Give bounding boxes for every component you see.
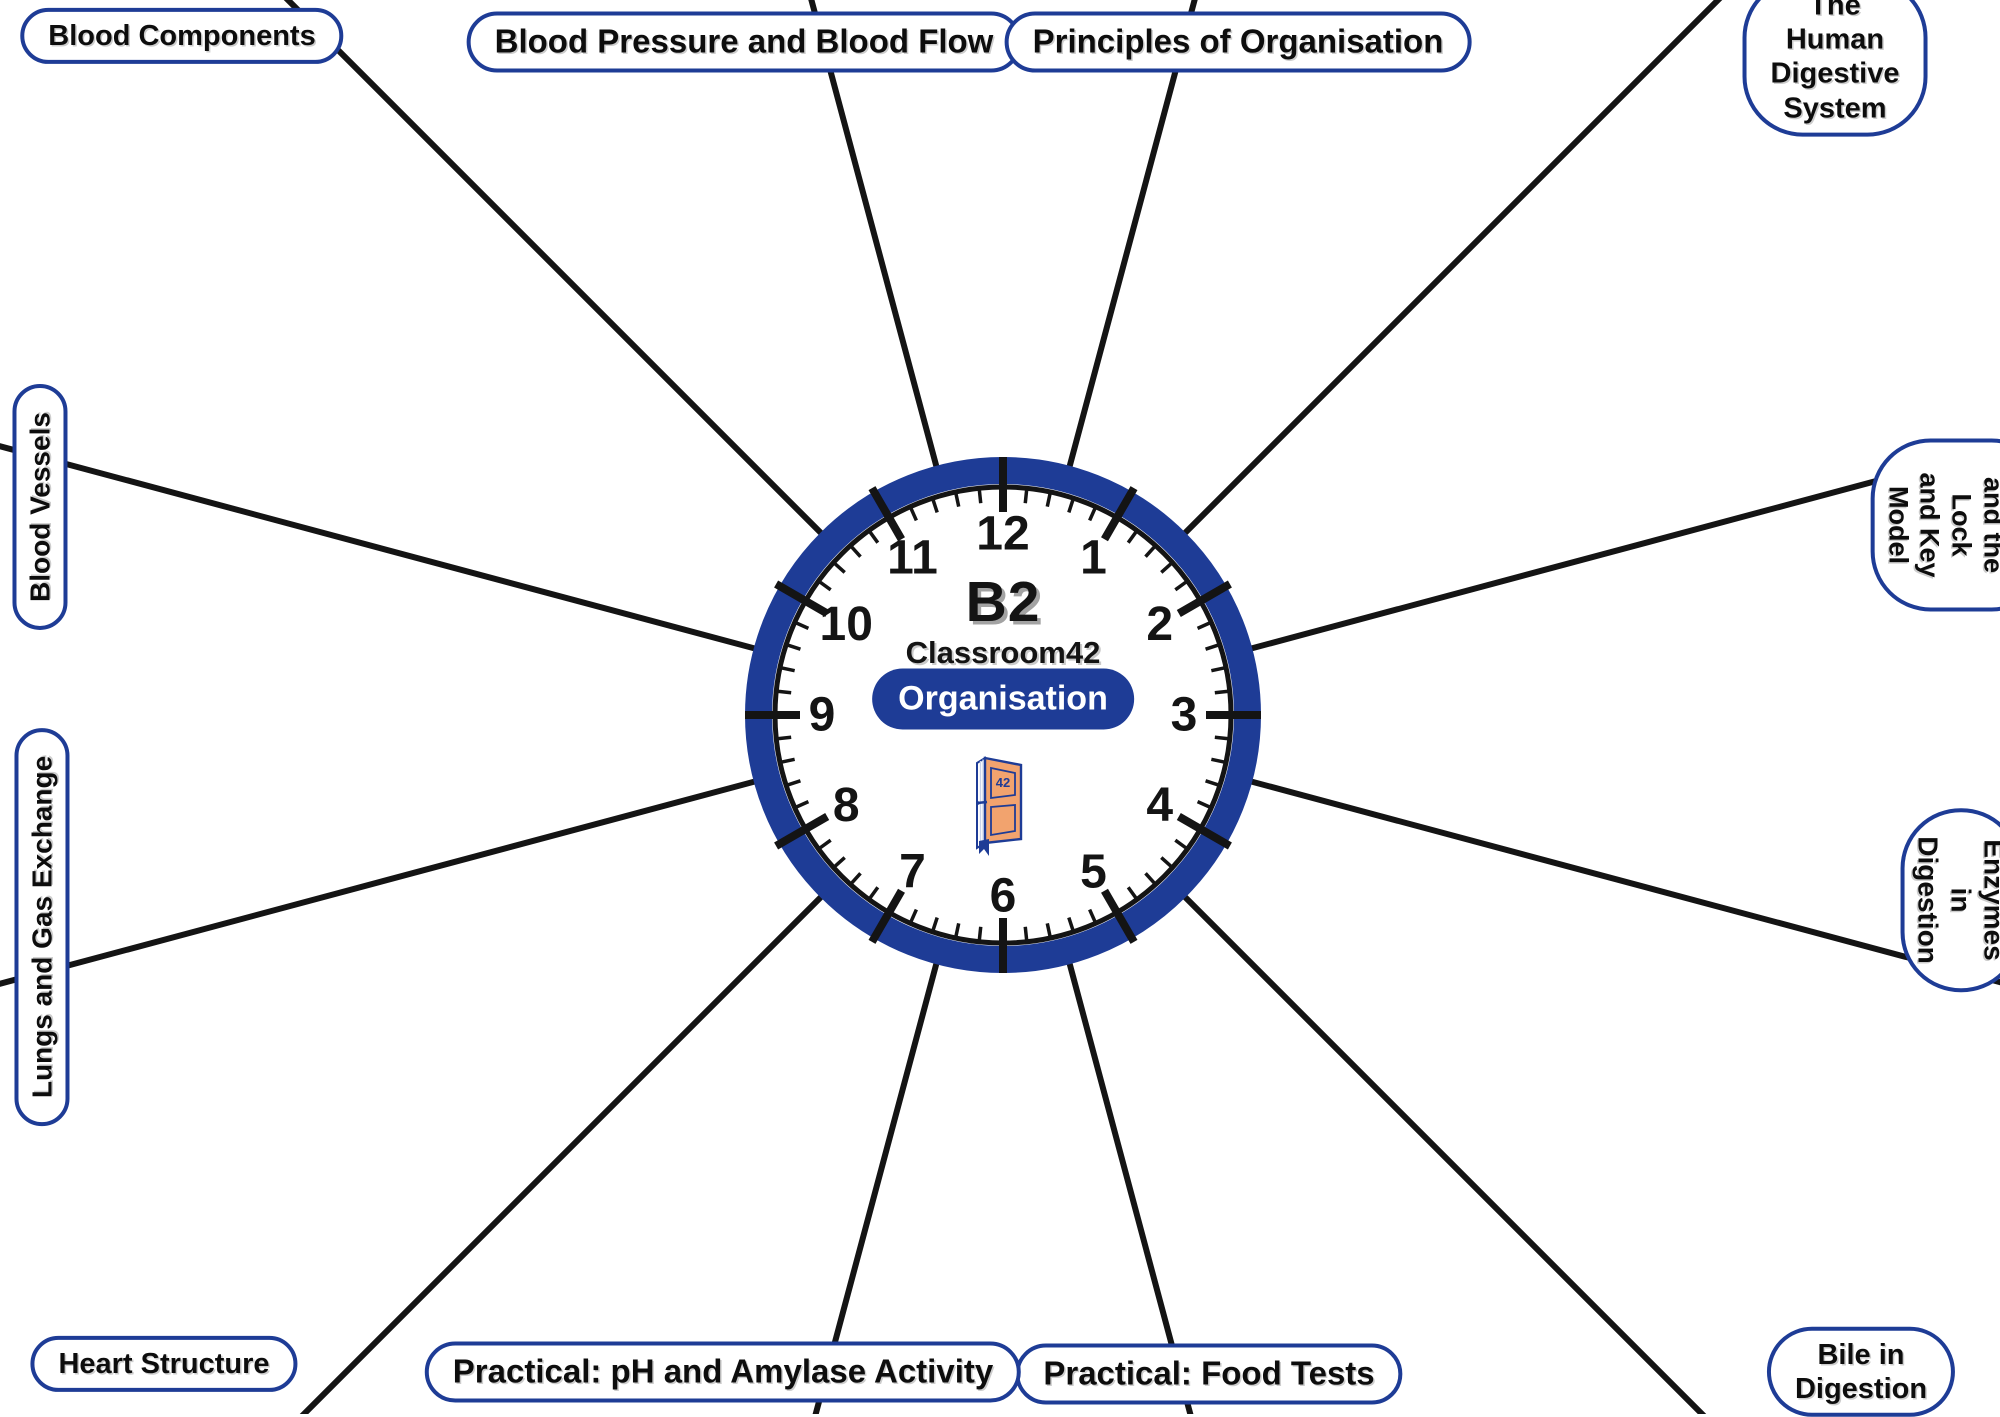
minute-tick <box>953 491 961 508</box>
minute-tick <box>867 529 880 544</box>
hour-tick <box>1176 813 1232 850</box>
minute-tick <box>1210 665 1227 673</box>
topic-enzymes-lock-key: Enzymes and the Lock and Key Model <box>1870 438 2000 612</box>
minute-tick <box>785 642 801 651</box>
minute-tick <box>930 497 939 513</box>
minute-tick <box>1045 922 1053 939</box>
door-number: 42 <box>996 775 1010 790</box>
hour-tick <box>1101 888 1138 944</box>
door-top-panel <box>990 766 1016 800</box>
door-bottom-panel <box>990 804 1016 837</box>
hour-tick <box>774 813 830 850</box>
hour-tick <box>868 888 905 944</box>
clock-number: 9 <box>809 689 836 742</box>
course-code: B2 <box>965 570 1041 634</box>
minute-tick <box>1023 488 1029 504</box>
minute-tick <box>785 779 801 788</box>
minute-tick <box>817 838 832 851</box>
minute-tick <box>1196 800 1213 810</box>
topic-bile-in-digestion: Bile in Digestion <box>1766 1326 1956 1417</box>
topic-principles-organisation: Principles of Organisation <box>1004 11 1472 73</box>
hour-tick <box>868 486 905 542</box>
topic-lungs-gas-exchange: Lungs and Gas Exchange <box>14 727 70 1127</box>
clock-number: 7 <box>899 845 926 898</box>
clock-number: 4 <box>1146 779 1173 832</box>
hour-tick <box>1176 580 1232 617</box>
minute-tick <box>849 544 862 558</box>
minute-tick <box>1067 917 1076 933</box>
minute-tick <box>1126 529 1139 544</box>
minute-tick <box>1174 579 1189 592</box>
minute-tick <box>1210 757 1227 765</box>
clock-number: 5 <box>1080 845 1107 898</box>
hour-tick <box>774 580 830 617</box>
minute-tick <box>1023 926 1029 942</box>
minute-tick <box>832 561 846 574</box>
clock-number: 2 <box>1146 598 1173 651</box>
minute-tick <box>1088 908 1098 925</box>
topic-heart-structure: Heart Structure <box>30 1335 298 1393</box>
minute-tick <box>779 757 796 765</box>
topic-practical-food-tests: Practical: Food Tests <box>1015 1343 1403 1405</box>
topic-blood-components: Blood Components <box>20 7 344 65</box>
door-handle-knob <box>976 801 980 805</box>
unit-title-badge: Organisation <box>872 668 1134 730</box>
minute-tick <box>1067 497 1076 513</box>
clock-number: 8 <box>833 779 860 832</box>
door-front <box>983 756 1023 845</box>
minute-tick <box>1088 505 1098 522</box>
clock-number: 6 <box>990 870 1017 923</box>
topic-enzymes-digestion: Enzymes in Digestion <box>1900 808 2000 992</box>
minute-tick <box>1174 838 1189 851</box>
minute-tick <box>776 735 792 741</box>
minute-tick <box>977 926 983 942</box>
minute-tick <box>977 488 983 504</box>
minute-tick <box>1205 779 1221 788</box>
clock-number: 10 <box>820 598 873 651</box>
hour-tick <box>1101 486 1138 542</box>
minute-tick <box>1160 561 1174 574</box>
minute-tick <box>1196 620 1213 630</box>
clock-number: 12 <box>976 508 1029 561</box>
clock-number: 11 <box>887 532 938 585</box>
minute-tick <box>1144 544 1157 558</box>
minute-tick <box>849 872 862 886</box>
minute-tick <box>1126 886 1139 901</box>
minute-tick <box>832 856 846 869</box>
minute-tick <box>793 800 810 810</box>
topic-blood-vessels: Blood Vessels <box>12 384 68 630</box>
minute-tick <box>953 922 961 939</box>
clock-dial: 12 12 3 45 6 78 9 10 11 <box>745 457 1261 973</box>
minute-tick <box>817 579 832 592</box>
minute-tick <box>1214 689 1230 695</box>
door-icon: 42 <box>976 756 1023 856</box>
clock-number: 3 <box>1171 689 1198 742</box>
minute-tick <box>779 665 796 673</box>
minute-tick <box>1045 491 1053 508</box>
minute-tick <box>867 886 880 901</box>
minute-tick <box>1160 856 1174 869</box>
minute-tick <box>930 917 939 933</box>
minute-tick <box>1144 872 1157 886</box>
topic-practical-ph-amylase: Practical: pH and Amylase Activity <box>424 1341 1022 1403</box>
door-ribbon <box>979 839 989 856</box>
topic-blood-pressure-flow: Blood Pressure and Blood Flow <box>466 11 1022 73</box>
minute-tick <box>908 505 918 522</box>
minute-tick <box>776 689 792 695</box>
minute-tick <box>1214 735 1230 741</box>
brand-name: Classroom42 <box>905 635 1101 670</box>
minute-tick <box>908 908 918 925</box>
topic-human-digestive-system: The Human Digestive System <box>1742 0 1928 137</box>
clock-number: 1 <box>1080 532 1107 585</box>
minute-tick <box>1205 642 1221 651</box>
minute-tick <box>793 620 810 630</box>
